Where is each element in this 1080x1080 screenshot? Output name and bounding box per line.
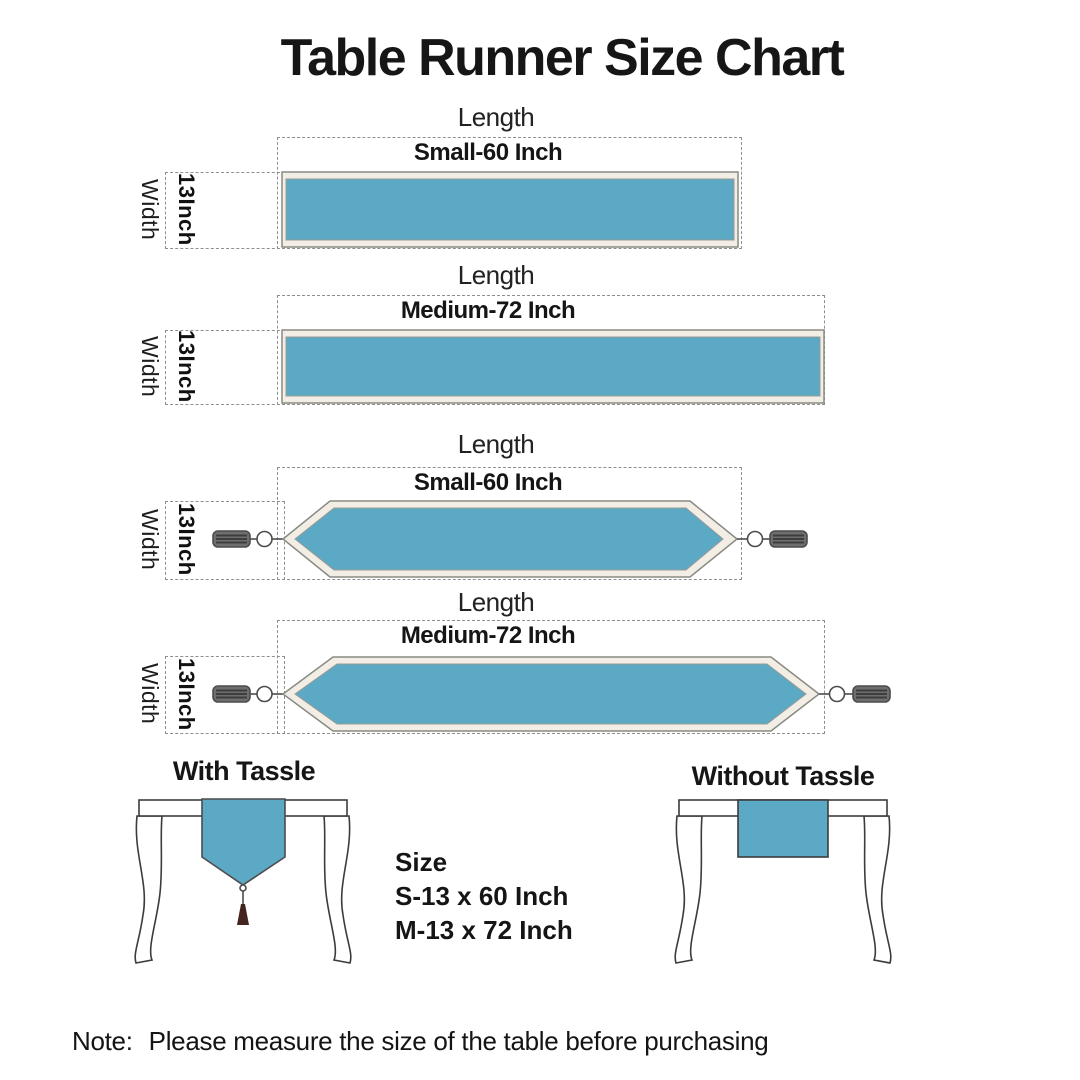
size-label: Small-60 Inch [413,469,563,496]
bead-icon [256,685,273,703]
length-label: Length [457,102,535,132]
width-label: Width [137,335,163,398]
hanging-tassel-icon [237,904,249,925]
size-label: Medium-72 Inch [400,622,576,649]
runner-on-table [201,798,286,886]
page-title: Table Runner Size Chart [280,29,845,87]
table-leg [863,815,892,964]
tassel-icon [212,685,283,703]
bead-icon [256,530,273,548]
tassel-icon [819,685,891,703]
size-info: Size S-13 x 60 Inch M-13 x 72 Inch [395,845,573,947]
length-dimension-box [277,620,825,734]
size-info-line: S-13 x 60 Inch [395,881,569,911]
tassel-icon [212,530,283,548]
runner-shape [285,336,821,397]
with-tassle-heading: With Tassle [172,756,316,786]
size-info-line: M-13 x 72 Inch [395,915,573,945]
length-dimension-box [277,137,742,249]
table-with-tassle-illustration [134,798,352,964]
width-value-label: 13Inch [174,173,199,246]
tassel-icon [737,530,808,548]
table-leg [674,815,703,964]
width-value-label: 13Inch [174,503,199,576]
width-label: Width [137,178,163,241]
length-label: Length [457,260,535,290]
note: Note: Please measure the size of the tabl… [72,1026,769,1057]
runner-graphic-medium-pointed [212,656,891,732]
bead-icon [746,530,764,548]
runner-graphic-small-rect [281,171,739,248]
runner-on-table [737,799,829,858]
size-label: Small-60 Inch [413,139,563,166]
width-label: Width [137,508,163,571]
runner-graphic-small-pointed [212,500,808,578]
runner-shape [285,178,735,241]
table-leg [323,815,352,964]
length-label: Length [457,587,535,617]
without-tassle-heading: Without Tassle [691,761,875,791]
table-without-tassle-illustration [674,799,892,964]
size-info-heading: Size [395,847,448,877]
length-label: Length [457,429,535,459]
width-value-label: 13Inch [174,657,199,731]
runner-shape [294,663,807,725]
runner-shape [294,507,724,571]
length-dimension-box [277,467,742,580]
width-value-label: 13Inch [174,330,199,403]
table-leg [134,815,163,964]
note-text: Please measure the size of the table bef… [148,1026,769,1056]
bead-icon [828,685,846,703]
width-label: Width [137,663,163,725]
bead-icon [239,884,247,892]
runner-graphic-medium-rect [281,329,825,404]
note-label: Note: [72,1026,133,1056]
size-label: Medium-72 Inch [400,297,576,324]
